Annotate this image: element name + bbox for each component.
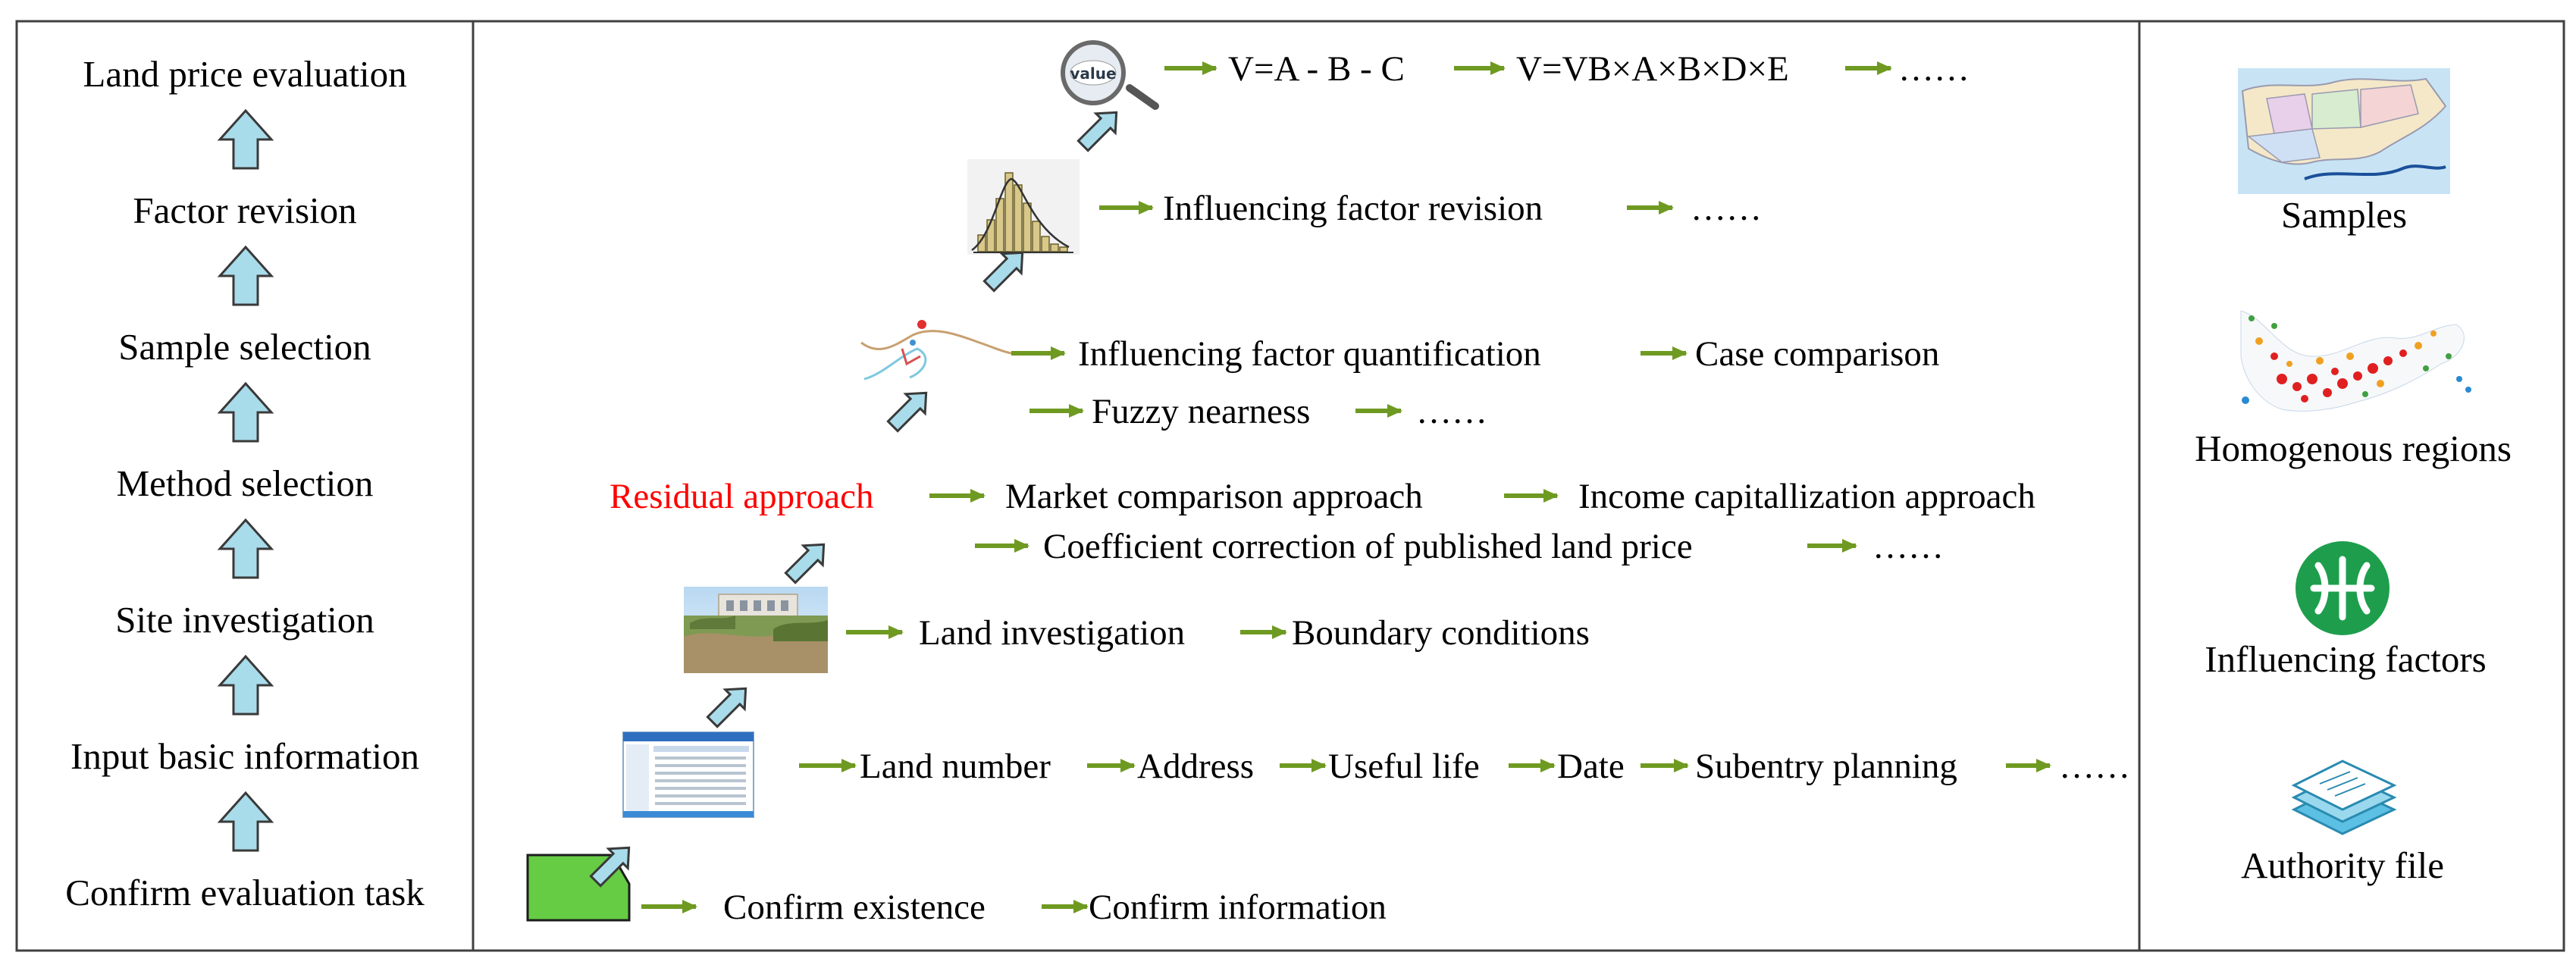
- subentry-planning: Subentry planning: [1695, 747, 1957, 786]
- metro-logo-icon: [2296, 541, 2390, 635]
- income-capitalization-approach: Income capitallization approach: [1578, 477, 2035, 516]
- useful-life: Useful life: [1328, 747, 1480, 786]
- step-site-investigation: Site investigation: [115, 599, 374, 641]
- step-method-selection: Method selection: [117, 462, 374, 504]
- ellipsis: ……: [1898, 49, 1970, 89]
- market-comparison-approach: Market comparison approach: [1005, 477, 1423, 516]
- land-investigation: Land investigation: [919, 613, 1185, 653]
- boundary-conditions: Boundary conditions: [1292, 613, 1590, 653]
- up-arrow-icon: [217, 381, 274, 443]
- influencing-factor-revision: Influencing factor revision: [1163, 189, 1543, 228]
- confirm-information: Confirm information: [1089, 888, 1387, 927]
- left-step-list: Land price evaluation Factor revision Sa…: [65, 53, 425, 913]
- diagonal-arrow-icon: [784, 543, 826, 584]
- homogenous-regions-label: Homogenous regions: [2195, 428, 2512, 469]
- up-arrow-icon: [217, 654, 274, 716]
- formula-residual: V=A - B - C: [1228, 49, 1405, 89]
- step-input-basic-information: Input basic information: [71, 735, 419, 777]
- ellipsis: ……: [1416, 392, 1487, 431]
- diagonal-arrow-icon: [706, 687, 747, 728]
- case-comparison: Case comparison: [1695, 334, 1939, 374]
- land-number: Land number: [860, 747, 1051, 786]
- step-factor-revision: Factor revision: [133, 190, 356, 231]
- diagonal-arrow-icon: [589, 846, 631, 888]
- formula-multiplicative: V=VB×A×B×D×E: [1516, 49, 1789, 89]
- stacked-layers-icon: [2291, 760, 2397, 835]
- coefficient-correction: Coefficient correction of published land…: [1043, 527, 1693, 566]
- ellipsis: ……: [1691, 189, 1762, 228]
- step-sample-selection: Sample selection: [118, 326, 371, 368]
- ellipsis: ……: [2059, 747, 2130, 786]
- up-arrow-icon: [217, 245, 274, 306]
- density-map-icon: [2240, 310, 2471, 412]
- samples-label: Samples: [2281, 194, 2407, 236]
- date: Date: [1557, 747, 1625, 786]
- residual-approach: Residual approach: [610, 477, 873, 516]
- influencing-factors-label: Influencing factors: [2205, 638, 2486, 680]
- up-arrow-icon: [217, 108, 274, 170]
- confirm-existence: Confirm existence: [723, 888, 986, 927]
- diagonal-arrow-icon: [982, 251, 1024, 293]
- address: Address: [1137, 747, 1254, 786]
- district-map-icon: [2238, 68, 2450, 194]
- route-map-icon: [860, 320, 1012, 381]
- right-panel-frame: [2138, 20, 2565, 952]
- step-land-price-evaluation: Land price evaluation: [83, 53, 406, 95]
- authority-file-label: Authority file: [2241, 844, 2444, 886]
- up-arrow-icon: [217, 518, 274, 579]
- influencing-factor-quantification: Influencing factor quantification: [1078, 334, 1541, 374]
- site-photo-icon: [684, 587, 828, 673]
- histogram-icon: [967, 159, 1080, 255]
- up-arrow-icon: [217, 791, 274, 852]
- diagonal-arrow-icon: [1076, 111, 1118, 152]
- diagonal-arrow-icon: [886, 391, 928, 433]
- software-screenshot-icon: [622, 731, 754, 818]
- step-confirm-evaluation-task: Confirm evaluation task: [65, 872, 425, 913]
- svg-text:value: value: [1070, 64, 1116, 83]
- ellipsis: ……: [1872, 527, 1944, 566]
- fuzzy-nearness: Fuzzy nearness: [1092, 392, 1310, 431]
- value-magnifier-icon: value: [1055, 38, 1159, 111]
